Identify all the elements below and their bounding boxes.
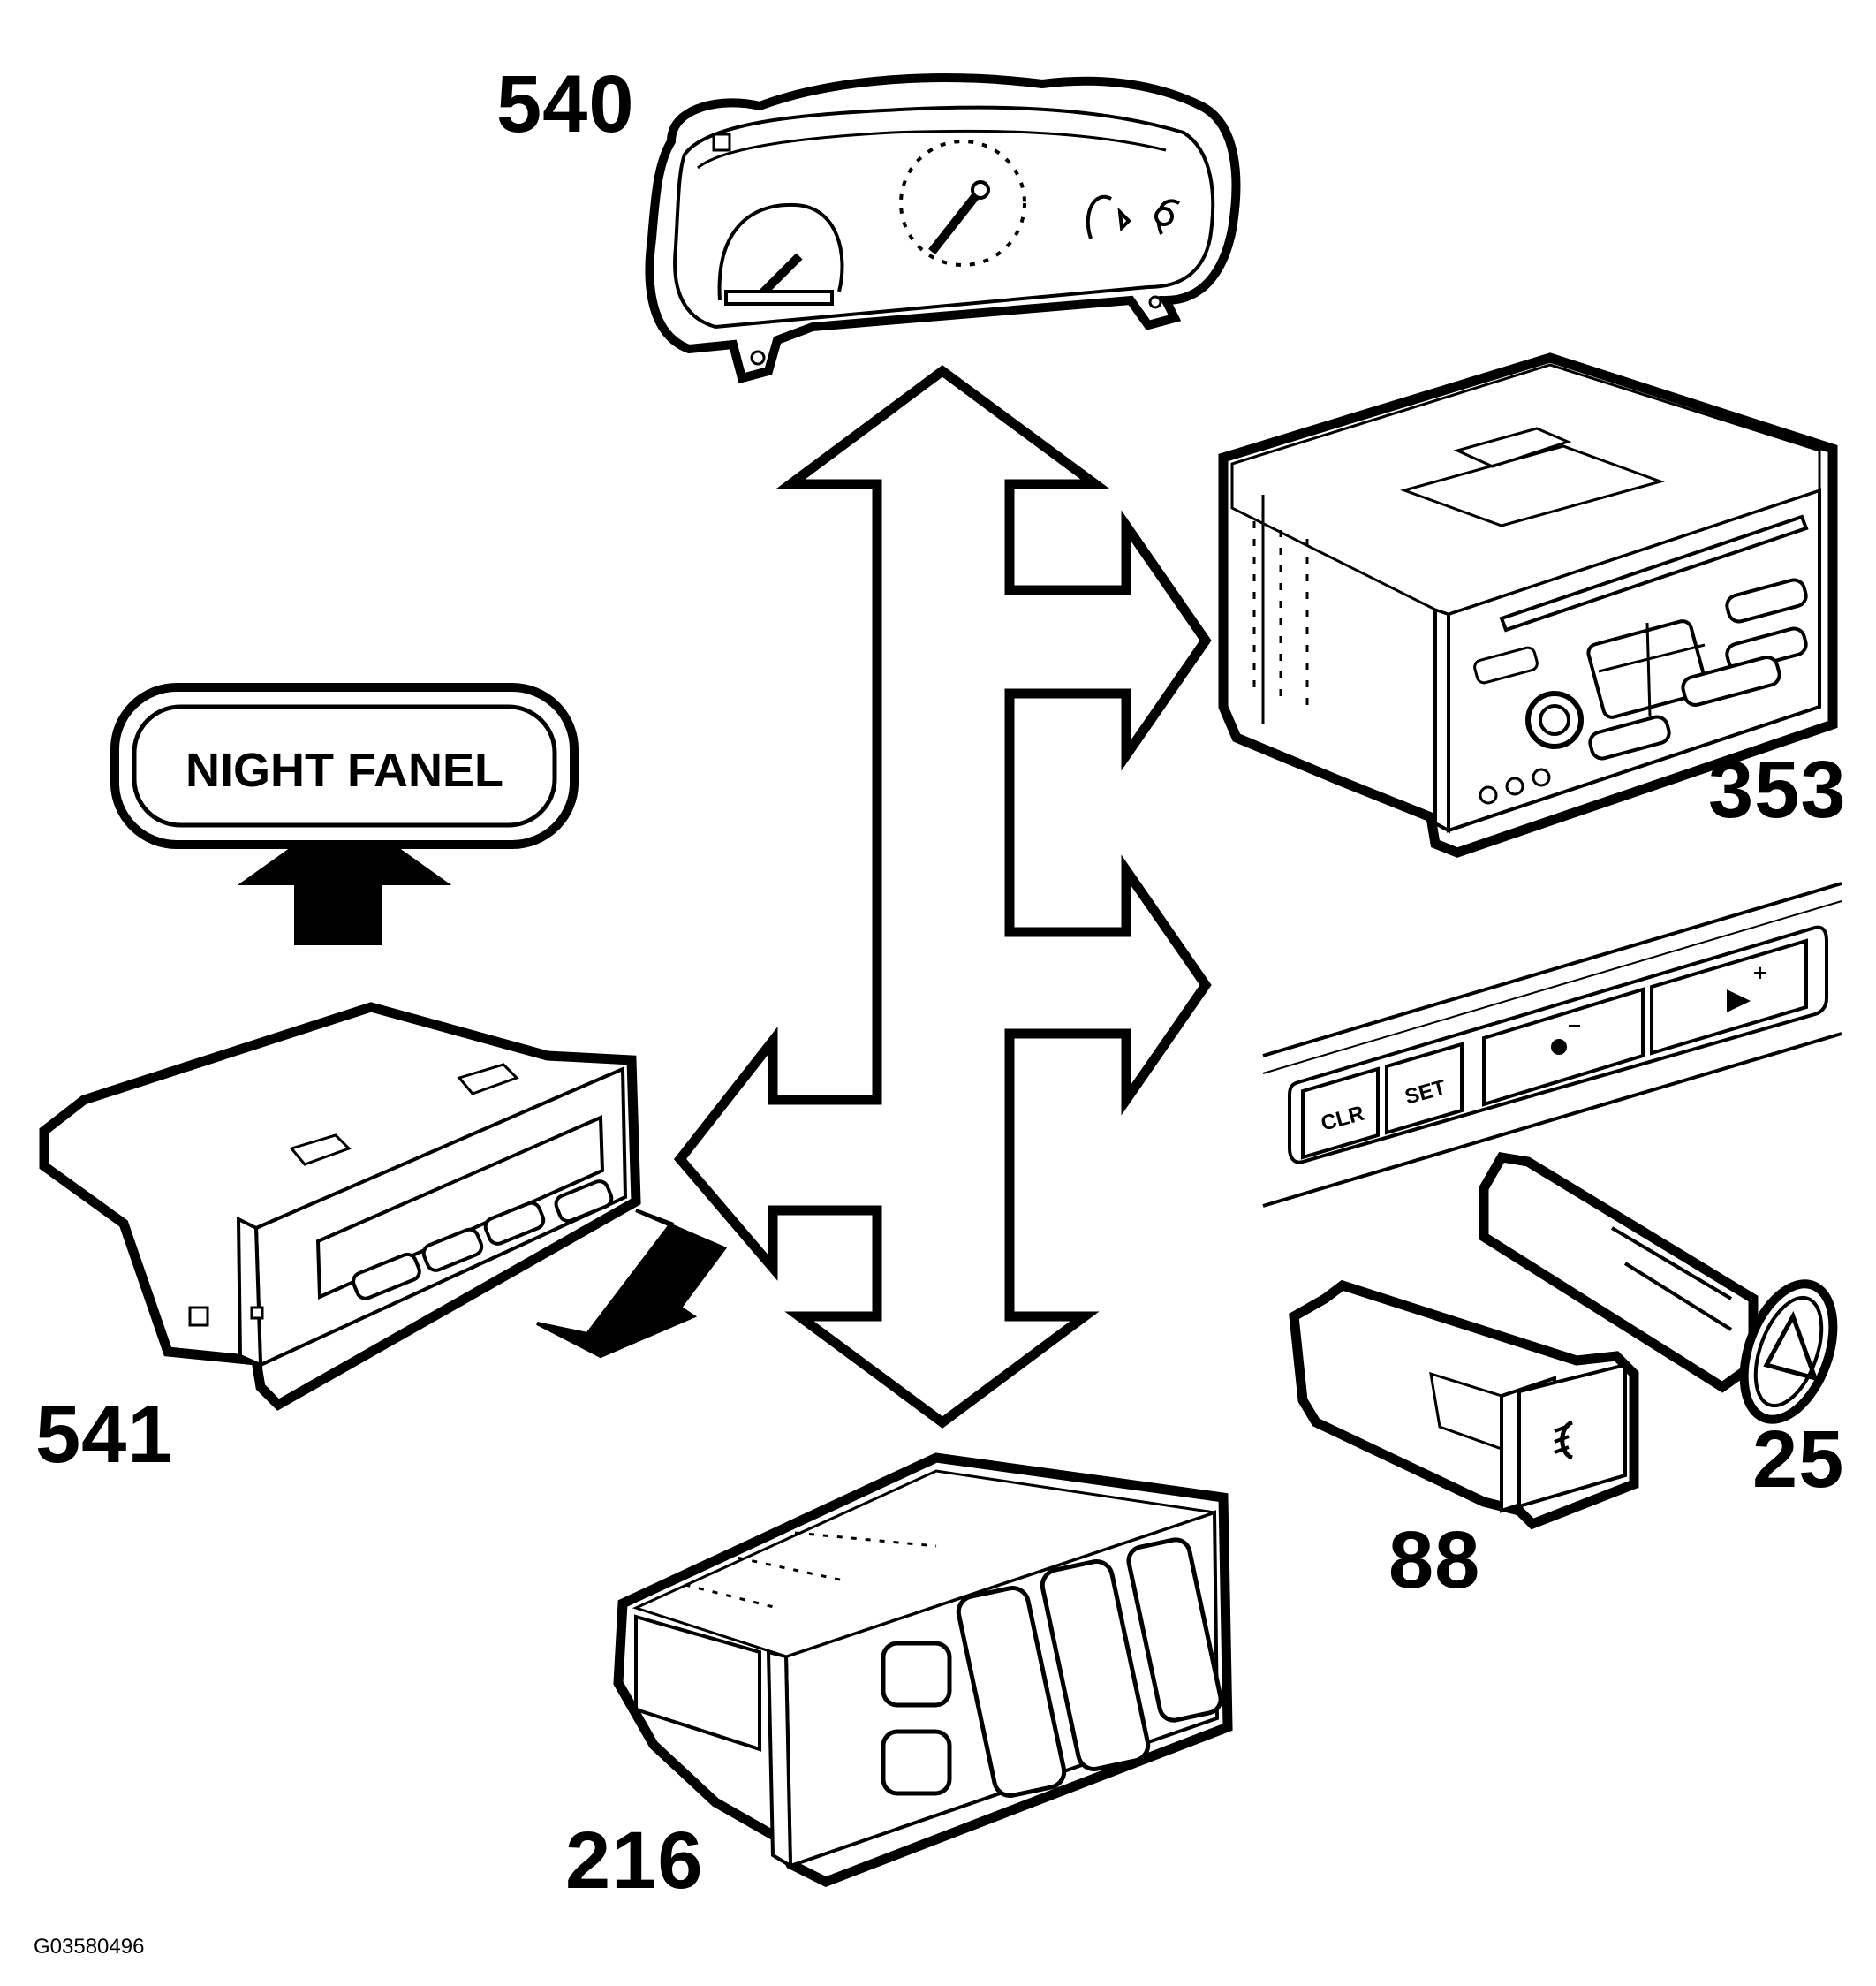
steering-button-strip: CLR SET − + [1262, 882, 1842, 1208]
callout-88: 88 [1388, 1515, 1481, 1605]
plus-button[interactable]: + [1650, 938, 1808, 1056]
display-unit [39, 1002, 641, 1411]
plus-button-label: + [1753, 959, 1766, 986]
callout-540: 540 [496, 59, 635, 149]
climate-control-unit [613, 1452, 1233, 1888]
minus-button-label: − [1568, 1012, 1581, 1039]
hazard-switch [1479, 1151, 1838, 1424]
connection-arrows [673, 365, 1212, 1429]
callout-216: 216 [565, 1815, 704, 1906]
minus-button[interactable]: − [1482, 987, 1645, 1107]
night-panel-label: NIGHT FANEL [185, 744, 503, 797]
figure-id: G03580496 [34, 1935, 145, 1959]
night-panel-button: NIGHT FANEL [110, 683, 579, 849]
clr-button[interactable]: CLR [1301, 1066, 1380, 1160]
up-arrow [237, 808, 452, 945]
callout-353: 353 [1708, 745, 1847, 835]
radio-unit [1218, 352, 1838, 858]
instrument-cluster [645, 73, 1241, 384]
pointer-arrow [536, 1209, 728, 1359]
callout-25: 25 [1752, 1414, 1845, 1505]
fog-light-switch [1289, 1279, 1639, 1530]
callout-541: 541 [35, 1390, 174, 1480]
set-button[interactable]: SET [1385, 1042, 1464, 1135]
